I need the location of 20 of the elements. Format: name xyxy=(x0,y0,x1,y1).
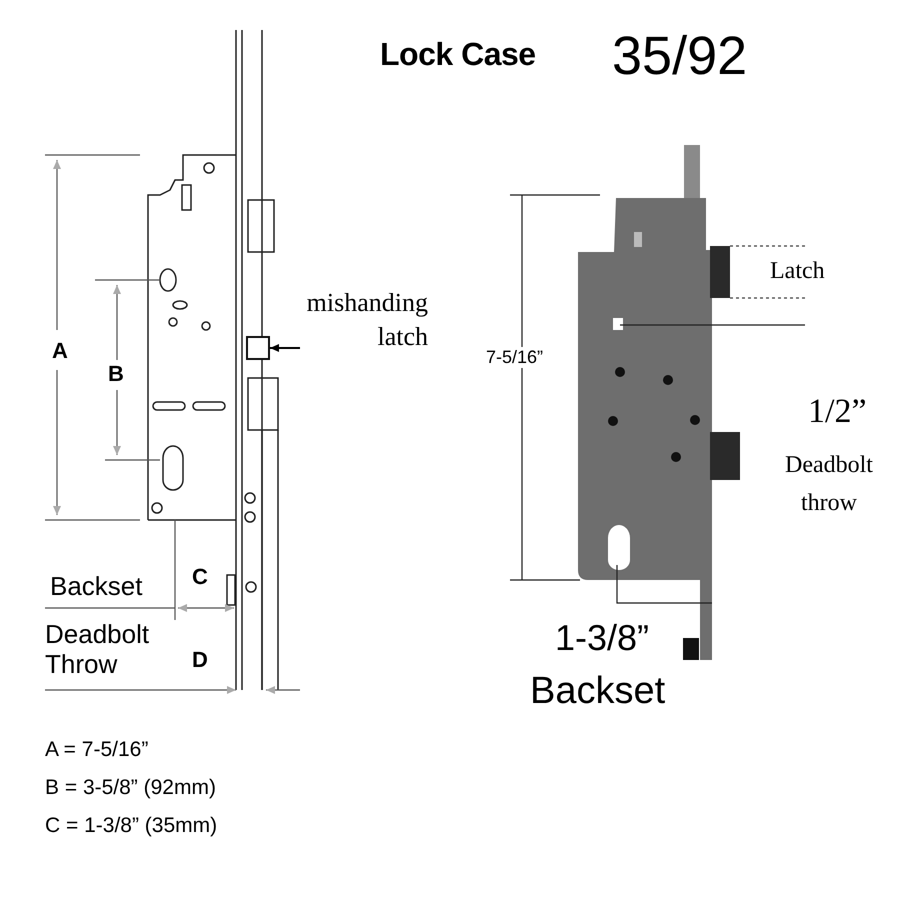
dimension-label: Deadbolt Throw xyxy=(45,620,150,680)
part-label: mishanding latch xyxy=(300,286,428,354)
dimension-label: Backset xyxy=(530,670,666,714)
dimension-value: 1-3/8” xyxy=(555,617,650,658)
dimension-note: A = 7-5/16” xyxy=(45,738,148,762)
dimension-letter: C xyxy=(192,564,208,590)
arrow xyxy=(270,344,300,352)
dimension-value: 7-5/16” xyxy=(486,347,544,368)
dimension-note: C = 1-3/8” (35mm) xyxy=(45,814,218,838)
latch-block xyxy=(246,336,270,360)
dimension-label: Backset xyxy=(50,572,142,602)
dimension-letter: D xyxy=(192,647,208,672)
dimension-value: 1/2” xyxy=(808,392,867,432)
dimension-label: Deadbolt throw xyxy=(784,451,874,518)
model-number: 35/92 xyxy=(612,25,748,88)
dimension-letter: B xyxy=(108,361,124,386)
part-label: Latch xyxy=(770,258,825,286)
dimension-note: B = 3-5/8” (92mm) xyxy=(45,776,216,800)
dimension-letter: A xyxy=(52,338,68,364)
title: Lock Case xyxy=(380,36,536,73)
